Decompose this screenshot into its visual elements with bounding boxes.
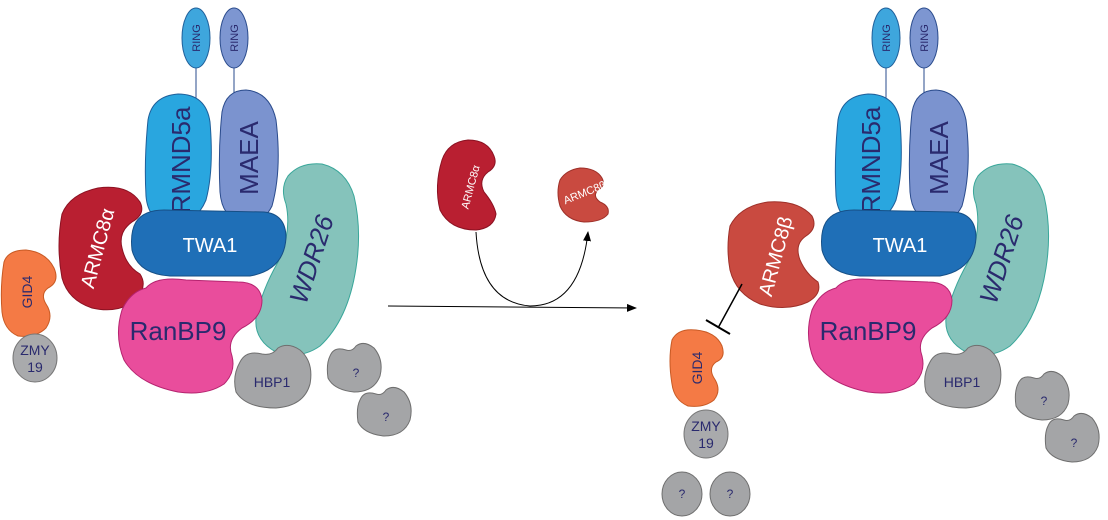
right-zmy19-label-line1: ZMY — [691, 418, 721, 434]
right-twa1-subunit: TWA1 — [821, 209, 977, 277]
right-ring1-label: RING — [881, 24, 893, 52]
right-twa1-label: TWA1 — [873, 235, 928, 257]
right-unknown-subunit-2: ? — [709, 471, 751, 517]
left-unknown-label-2: ? — [383, 410, 390, 424]
right-ring1-domain: RING — [871, 7, 901, 69]
right-unknown-label-1: ? — [679, 487, 686, 501]
left-hbp1-subunit: HBP1 — [234, 344, 312, 409]
left-armc8a-subunit: ARMC8α — [58, 186, 144, 311]
right-unknown-label-3: ? — [1041, 394, 1048, 408]
right-unknown-subunit-4: ? — [1044, 412, 1100, 463]
right-unknown-subunit-3: ? — [1014, 370, 1070, 421]
right-complex: RING RING RMND5a MAEA WDR26 TWA1 ARMC8β — [661, 7, 1100, 517]
left-ranbp9-subunit: RanBP9 — [118, 278, 263, 394]
right-unknown-subunit-1: ? — [661, 471, 703, 517]
left-ring1-label: RING — [191, 24, 203, 52]
left-hbp1-label: HBP1 — [254, 374, 291, 390]
right-ring2-label: RING — [919, 24, 931, 52]
left-ring2-domain: RING — [219, 7, 249, 69]
right-zmy19-label-line2: 19 — [698, 435, 714, 451]
inhibition-bar — [705, 319, 731, 335]
right-rmnd5a-subunit: RMND5a — [834, 93, 902, 225]
left-complex: RING RING RMND5a MAEA WDR26 TWA1 — [0, 7, 412, 437]
exchange-curve-arrow — [475, 231, 592, 307]
right-gid4-subunit: GID4 — [669, 329, 724, 407]
left-zmy19-subunit: ZMY 19 — [12, 333, 58, 383]
right-maea-subunit: MAEA — [908, 89, 969, 224]
right-rmnd5a-label: RMND5a — [856, 106, 886, 213]
left-ring2-label: RING — [229, 24, 241, 52]
right-hbp1-label: HBP1 — [944, 374, 981, 390]
right-gid4-label: GID4 — [689, 351, 705, 384]
left-ring1-domain: RING — [181, 7, 211, 69]
left-rmnd5a-subunit: RMND5a — [144, 93, 212, 225]
left-zmy19-label-line2: 19 — [27, 359, 43, 375]
right-unknown-label-4: ? — [1071, 436, 1078, 450]
right-wdr26-subunit: WDR26 — [945, 163, 1050, 356]
left-ranbp9-label: RanBP9 — [130, 316, 227, 346]
right-ranbp9-label: RanBP9 — [820, 316, 917, 346]
right-unknown-label-2: ? — [727, 487, 734, 501]
left-unknown-subunit-1: ? — [326, 342, 382, 393]
right-hbp1-subunit: HBP1 — [924, 344, 1002, 409]
right-maea-label: MAEA — [924, 121, 954, 195]
left-unknown-subunit-2: ? — [356, 386, 412, 437]
left-gid4-subunit: GID4 — [0, 249, 57, 337]
exchange-armc8b-subunit: ARMC8β — [557, 167, 609, 223]
left-unknown-label-1: ? — [353, 366, 360, 380]
left-maea-subunit: MAEA — [218, 89, 279, 224]
left-gid4-label: GID4 — [19, 275, 35, 308]
reaction-arrow — [387, 303, 637, 312]
inhibition-line — [717, 283, 743, 329]
right-ring2-domain: RING — [909, 7, 939, 69]
left-rmnd5a-label: RMND5a — [166, 106, 196, 213]
right-ranbp9-subunit: RanBP9 — [808, 278, 953, 394]
subunit-exchange: ARMC8α ARMC8β — [387, 139, 637, 312]
left-twa1-subunit: TWA1 — [131, 209, 287, 277]
left-twa1-label: TWA1 — [183, 235, 238, 257]
left-maea-label: MAEA — [234, 121, 264, 195]
left-zmy19-label-line1: ZMY — [20, 342, 50, 358]
exchange-armc8a-subunit: ARMC8α — [436, 139, 497, 231]
right-armc8b-subunit: ARMC8β — [727, 201, 820, 308]
inhibition-symbol — [705, 283, 743, 335]
right-zmy19-subunit: ZMY 19 — [683, 409, 729, 459]
